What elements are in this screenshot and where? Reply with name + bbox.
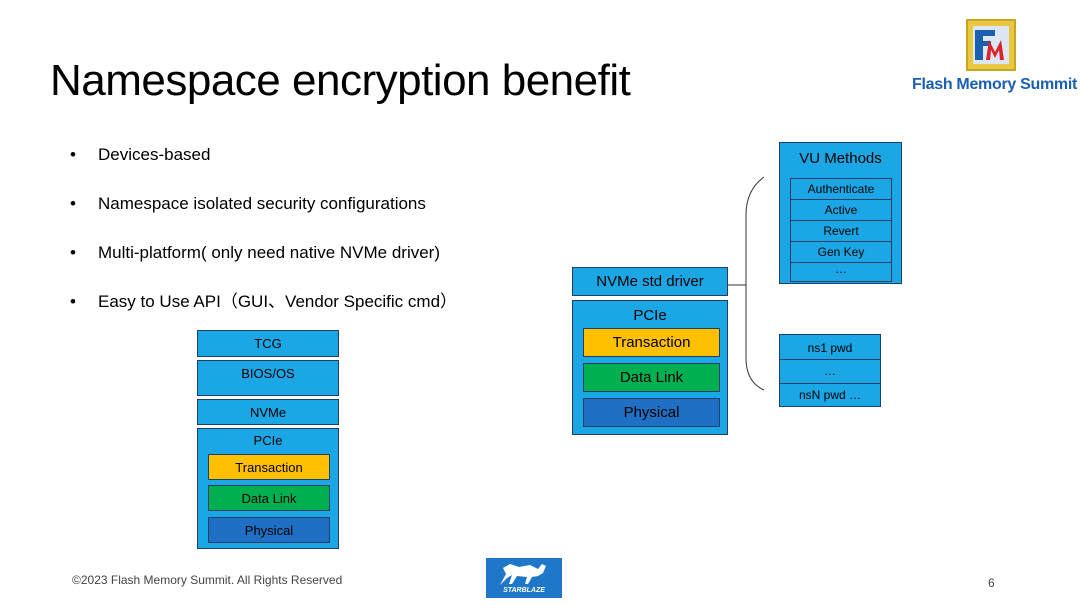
vu-method-item: Gen Key (791, 241, 891, 262)
ns-pwd-item: … (780, 359, 880, 383)
right-pcie-label: PCIe (633, 307, 667, 324)
vu-method-item: Active (791, 199, 891, 220)
bullet-item: Devices-based (70, 144, 457, 193)
nvme-std-driver-box: NVMe std driver (572, 267, 728, 296)
left-transaction-layer: Transaction (208, 454, 330, 480)
page-number: 6 (988, 576, 995, 590)
summit-logo: Flash Memory Summit (912, 14, 1078, 99)
sponsor-logo-text: STARBLAZE (503, 587, 545, 594)
right-physical-layer: Physical (583, 398, 720, 427)
left-pcie-layer: PCIe Transaction Data Link Physical (197, 428, 339, 549)
nvme-layer: NVMe (197, 399, 339, 425)
right-pcie-layer: PCIe Transaction Data Link Physical (572, 300, 728, 435)
left-physical-layer: Physical (208, 517, 330, 543)
bullet-list: Devices-based Namespace isolated securit… (70, 144, 457, 340)
copyright-footer: ©2023 Flash Memory Summit. All Rights Re… (72, 573, 343, 587)
left-pcie-label: PCIe (253, 433, 283, 448)
summit-logo-mark-icon (966, 19, 1016, 71)
vu-method-item: Authenticate (791, 178, 891, 199)
tcg-layer: TCG (197, 330, 339, 357)
sponsor-logo: STARBLAZE (486, 558, 562, 598)
vu-method-item: … (791, 262, 891, 281)
vu-methods-header: VU Methods (799, 150, 882, 167)
summit-logo-text: Flash Memory Summit (912, 76, 1078, 93)
bullet-item: Easy to Use API（GUI、Vendor Specific cmd） (70, 291, 457, 340)
vu-method-item: Revert (791, 220, 891, 241)
horse-icon (500, 564, 546, 585)
ns-pwd-box: ns1 pwd … nsN pwd … (779, 334, 881, 407)
right-transaction-layer: Transaction (583, 328, 720, 357)
vu-methods-box: VU Methods Authenticate Active Revert Ge… (779, 142, 902, 284)
ns-pwd-item: ns1 pwd (807, 341, 853, 355)
bios-os-layer: BIOS/OS (197, 360, 339, 396)
right-data-link-layer: Data Link (583, 363, 720, 392)
left-data-link-layer: Data Link (208, 485, 330, 511)
ns-pwd-item: nsN pwd … (780, 383, 880, 407)
vu-methods-list: Authenticate Active Revert Gen Key … (790, 178, 892, 282)
slide-title: Namespace encryption benefit (50, 56, 631, 105)
bullet-item: Namespace isolated security configuratio… (70, 193, 457, 242)
curly-brace (745, 176, 765, 391)
bullet-item: Multi-platform( only need native NVMe dr… (70, 242, 457, 291)
